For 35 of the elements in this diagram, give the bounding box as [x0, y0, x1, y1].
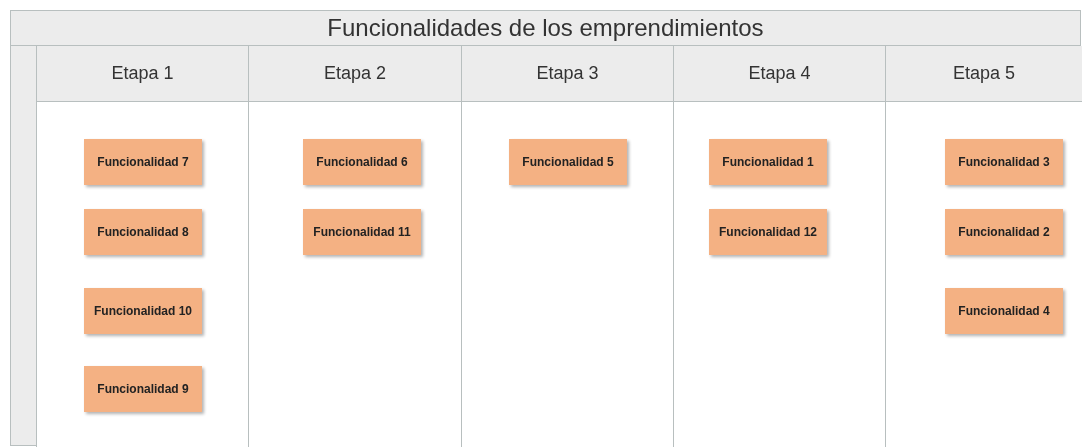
feature-card	[509, 139, 627, 185]
lane	[461, 46, 673, 447]
feature-label: Funcionalidad 11	[313, 224, 411, 241]
feature-card	[945, 209, 1063, 255]
feature-label: Funcionalidad 12	[719, 224, 817, 241]
lane	[36, 46, 248, 447]
feature-label: Funcionalidad 8	[97, 224, 189, 241]
lane-header: Etapa 2	[323, 62, 387, 85]
feature-card	[84, 288, 202, 334]
lane	[673, 46, 885, 447]
lane-header: Etapa 4	[748, 62, 811, 85]
feature-label: Funcionalidad 1	[722, 154, 814, 171]
lane-header: Etapa 1	[111, 62, 174, 85]
feature-label: Funcionalidad 4	[958, 303, 1050, 320]
feature-label: Funcionalidad 2	[958, 224, 1050, 241]
lane	[885, 46, 1082, 447]
feature-label: Funcionalidad 9	[97, 381, 189, 398]
lane	[248, 46, 461, 447]
feature-card	[84, 366, 202, 412]
feature-label: Funcionalidad 5	[522, 154, 614, 171]
feature-label: Funcionalidad 7	[97, 154, 189, 171]
lane-header: Etapa 3	[536, 62, 599, 85]
feature-card	[709, 139, 827, 185]
feature-label: Funcionalidad 6	[316, 154, 408, 171]
feature-card	[709, 209, 827, 255]
lane-header: Etapa 5	[952, 62, 1016, 85]
feature-card	[303, 209, 421, 255]
feature-card	[84, 209, 202, 255]
feature-card	[945, 139, 1063, 185]
pool-title: Funcionalidades de los emprendimientos	[327, 13, 764, 43]
feature-label: Funcionalidad 3	[958, 154, 1050, 171]
feature-card	[84, 139, 202, 185]
feature-label: Funcionalidad 10	[94, 303, 192, 320]
feature-card	[945, 288, 1063, 334]
feature-card	[303, 139, 421, 185]
